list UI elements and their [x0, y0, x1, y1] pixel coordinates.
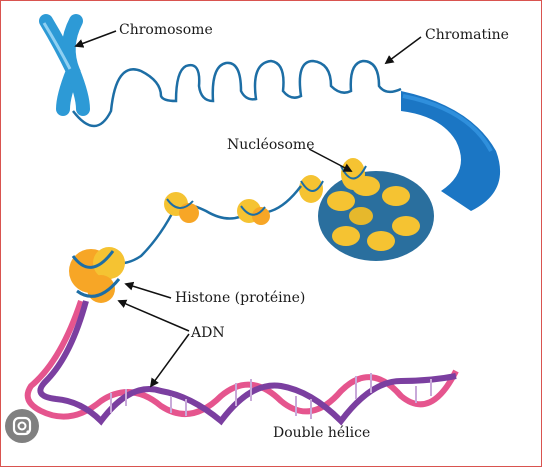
label-nucleosome: Nucléosome	[227, 137, 314, 153]
label-double-helice: Double hélice	[273, 425, 370, 441]
double-helix	[24, 300, 459, 426]
chromatin-fiber	[401, 91, 501, 211]
label-chromosome: Chromosome	[119, 22, 213, 38]
label-adn: ADN	[190, 325, 225, 341]
histone-large	[69, 247, 125, 303]
google-lens-icon[interactable]	[5, 409, 39, 443]
nucleosome-cluster	[299, 158, 434, 261]
histone-bead	[237, 199, 270, 225]
dna-strand	[72, 59, 402, 128]
label-chromatine: Chromatine	[425, 27, 509, 43]
pointer-arrows	[74, 30, 422, 388]
histone-bead	[164, 192, 199, 223]
chromosome-shape	[39, 14, 90, 116]
dna-linker	[110, 185, 302, 265]
label-histone: Histone (protéine)	[175, 290, 305, 306]
